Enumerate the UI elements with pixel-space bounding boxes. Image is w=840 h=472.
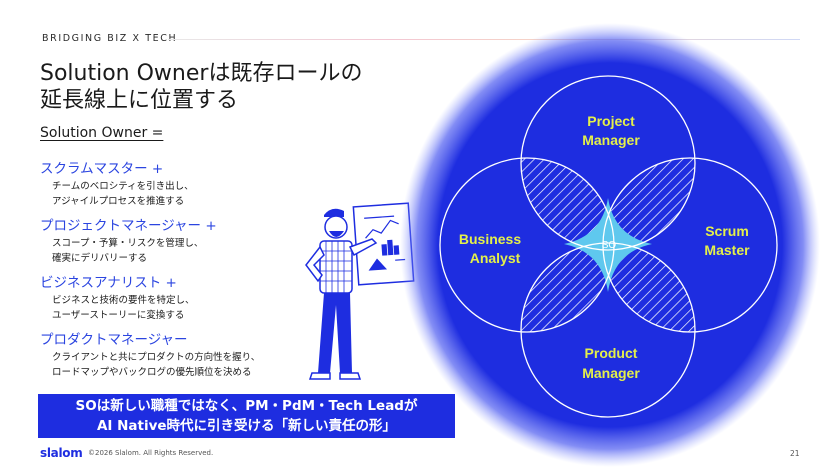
page-number: 21 bbox=[790, 449, 800, 458]
center-label: SO bbox=[602, 240, 617, 251]
slalom-logo: slalom bbox=[40, 446, 83, 460]
circle-project-manager bbox=[520, 75, 696, 251]
role-description-line: アジャイルプロセスを推進する bbox=[52, 195, 185, 207]
circle-scrum-master bbox=[602, 157, 778, 333]
banner-line-2: AI Native時代に引き受ける「新しい責任の形」 bbox=[96, 418, 397, 434]
circle-product-manager bbox=[520, 242, 696, 418]
role-description-line: ユーザーストーリーに変換する bbox=[52, 309, 185, 321]
role-title: プロジェクトマネージャー + bbox=[40, 218, 217, 234]
role-business-analyst: ビジネスアナリスト + ビジネスと技術の要件を特定し、 ユーザーストーリーに変換… bbox=[40, 271, 195, 323]
header-rule bbox=[168, 39, 800, 40]
label-product-line-2: Manager bbox=[582, 365, 640, 381]
page-title-line-1: Solution Ownerは既存ロールの bbox=[40, 61, 363, 86]
role-title: スクラムマスター + bbox=[40, 161, 164, 177]
copyright: ©2026 Slalom. All Rights Reserved. bbox=[88, 449, 214, 457]
label-scrum-line-2: Master bbox=[704, 242, 750, 258]
role-description-line: ロードマップやバックログの優先順位を決める bbox=[52, 366, 252, 378]
role-description-line: ビジネスと技術の要件を特定し、 bbox=[52, 295, 195, 306]
label-project-line-1: Project bbox=[587, 113, 635, 129]
page-title: Solution Ownerは既存ロールの 延長線上に位置する bbox=[40, 60, 362, 114]
label-business-line-2: Analyst bbox=[470, 250, 521, 266]
role-description: ビジネスと技術の要件を特定し、 ユーザーストーリーに変換する bbox=[40, 294, 195, 323]
role-description-line: 確実にデリバリーする bbox=[52, 252, 148, 264]
label-product-line-1: Product bbox=[585, 345, 638, 361]
role-description-line: スコープ・予算・リスクを管理し、 bbox=[52, 238, 204, 249]
label-project-line-2: Manager bbox=[582, 132, 640, 148]
circle-business-analyst bbox=[439, 157, 615, 333]
role-description: スコープ・予算・リスクを管理し、 確実にデリバリーする bbox=[40, 237, 217, 266]
venn-circles bbox=[439, 75, 778, 418]
label-business-line-1: Business bbox=[459, 231, 521, 247]
role-description: クライアントと共にプロダクトの方向性を握り、 ロードマップやバックログの優先順位… bbox=[40, 351, 260, 380]
banner-line-1: SOは新しい職種ではなく、PM・PdM・Tech Leadが bbox=[75, 398, 418, 414]
key-message-banner: SOは新しい職種ではなく、PM・PdM・Tech Leadが AI Native… bbox=[38, 394, 455, 438]
label-scrum-line-1: Scrum bbox=[705, 223, 749, 239]
presenter-illustration bbox=[305, 202, 415, 380]
role-scrum-master: スクラムマスター + チームのベロシティを引き出し、 アジャイルプロセスを推進す… bbox=[40, 157, 194, 209]
role-description-line: クライアントと共にプロダクトの方向性を握り、 bbox=[52, 352, 261, 363]
role-product-manager: プロダクトマネージャー クライアントと共にプロダクトの方向性を握り、 ロードマッ… bbox=[40, 328, 260, 380]
role-description-line: チームのベロシティを引き出し、 bbox=[52, 181, 194, 192]
so-center-shape bbox=[564, 198, 652, 292]
section-label: BRIDGING BIZ X TECH bbox=[42, 33, 178, 44]
page-title-line-2: 延長線上に位置する bbox=[40, 88, 239, 113]
role-title: プロダクトマネージャー bbox=[40, 332, 188, 348]
role-description: チームのベロシティを引き出し、 アジャイルプロセスを推進する bbox=[40, 180, 194, 209]
role-project-manager: プロジェクトマネージャー + スコープ・予算・リスクを管理し、 確実にデリバリー… bbox=[40, 214, 217, 266]
subtitle: Solution Owner = bbox=[40, 125, 164, 141]
role-title: ビジネスアナリスト + bbox=[40, 275, 177, 291]
